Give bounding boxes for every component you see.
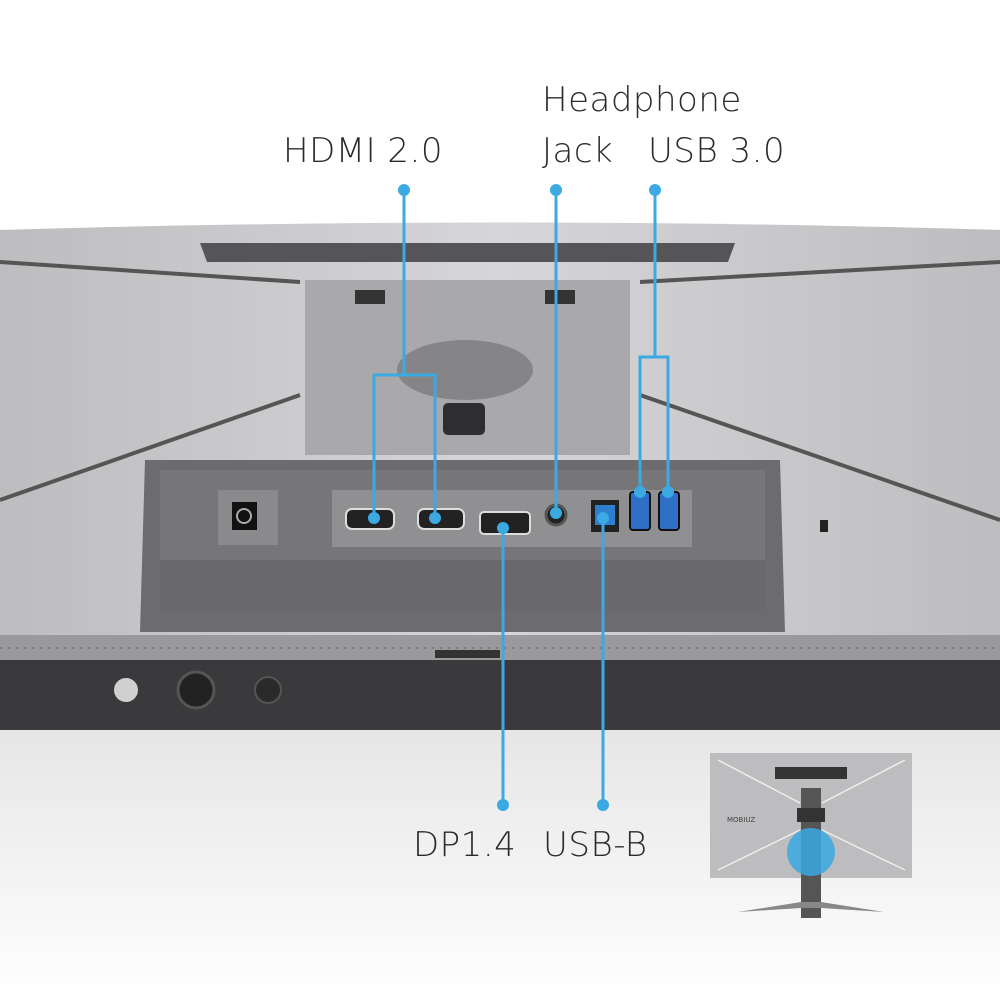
- label-headphone-line1: Headphone: [542, 80, 742, 120]
- bottom-bezel: [0, 660, 1000, 730]
- monitor-thumbnail: MOBIUZ: [710, 753, 912, 918]
- power-button[interactable]: [114, 678, 138, 702]
- stand-top: [200, 243, 735, 262]
- label-usb3: USB 3.0: [648, 131, 786, 171]
- port-bay: [140, 460, 828, 632]
- label-usbb: USB-B: [543, 825, 648, 865]
- joystick-button[interactable]: [176, 670, 216, 710]
- label-headphone-line2: Jack: [542, 131, 614, 171]
- hotkey-button[interactable]: [254, 676, 282, 704]
- kensington-lock: [820, 520, 828, 532]
- callout-lines: [372, 190, 670, 805]
- hdmi-port-2: [417, 508, 465, 530]
- callout-dots: [368, 184, 674, 811]
- highlight-circle: [787, 828, 835, 876]
- label-dp: DP1.4: [413, 825, 517, 865]
- label-hdmi: HDMI 2.0: [283, 131, 443, 171]
- svg-text:MOBIUZ: MOBIUZ: [727, 816, 755, 824]
- dc-power-port: [232, 502, 257, 530]
